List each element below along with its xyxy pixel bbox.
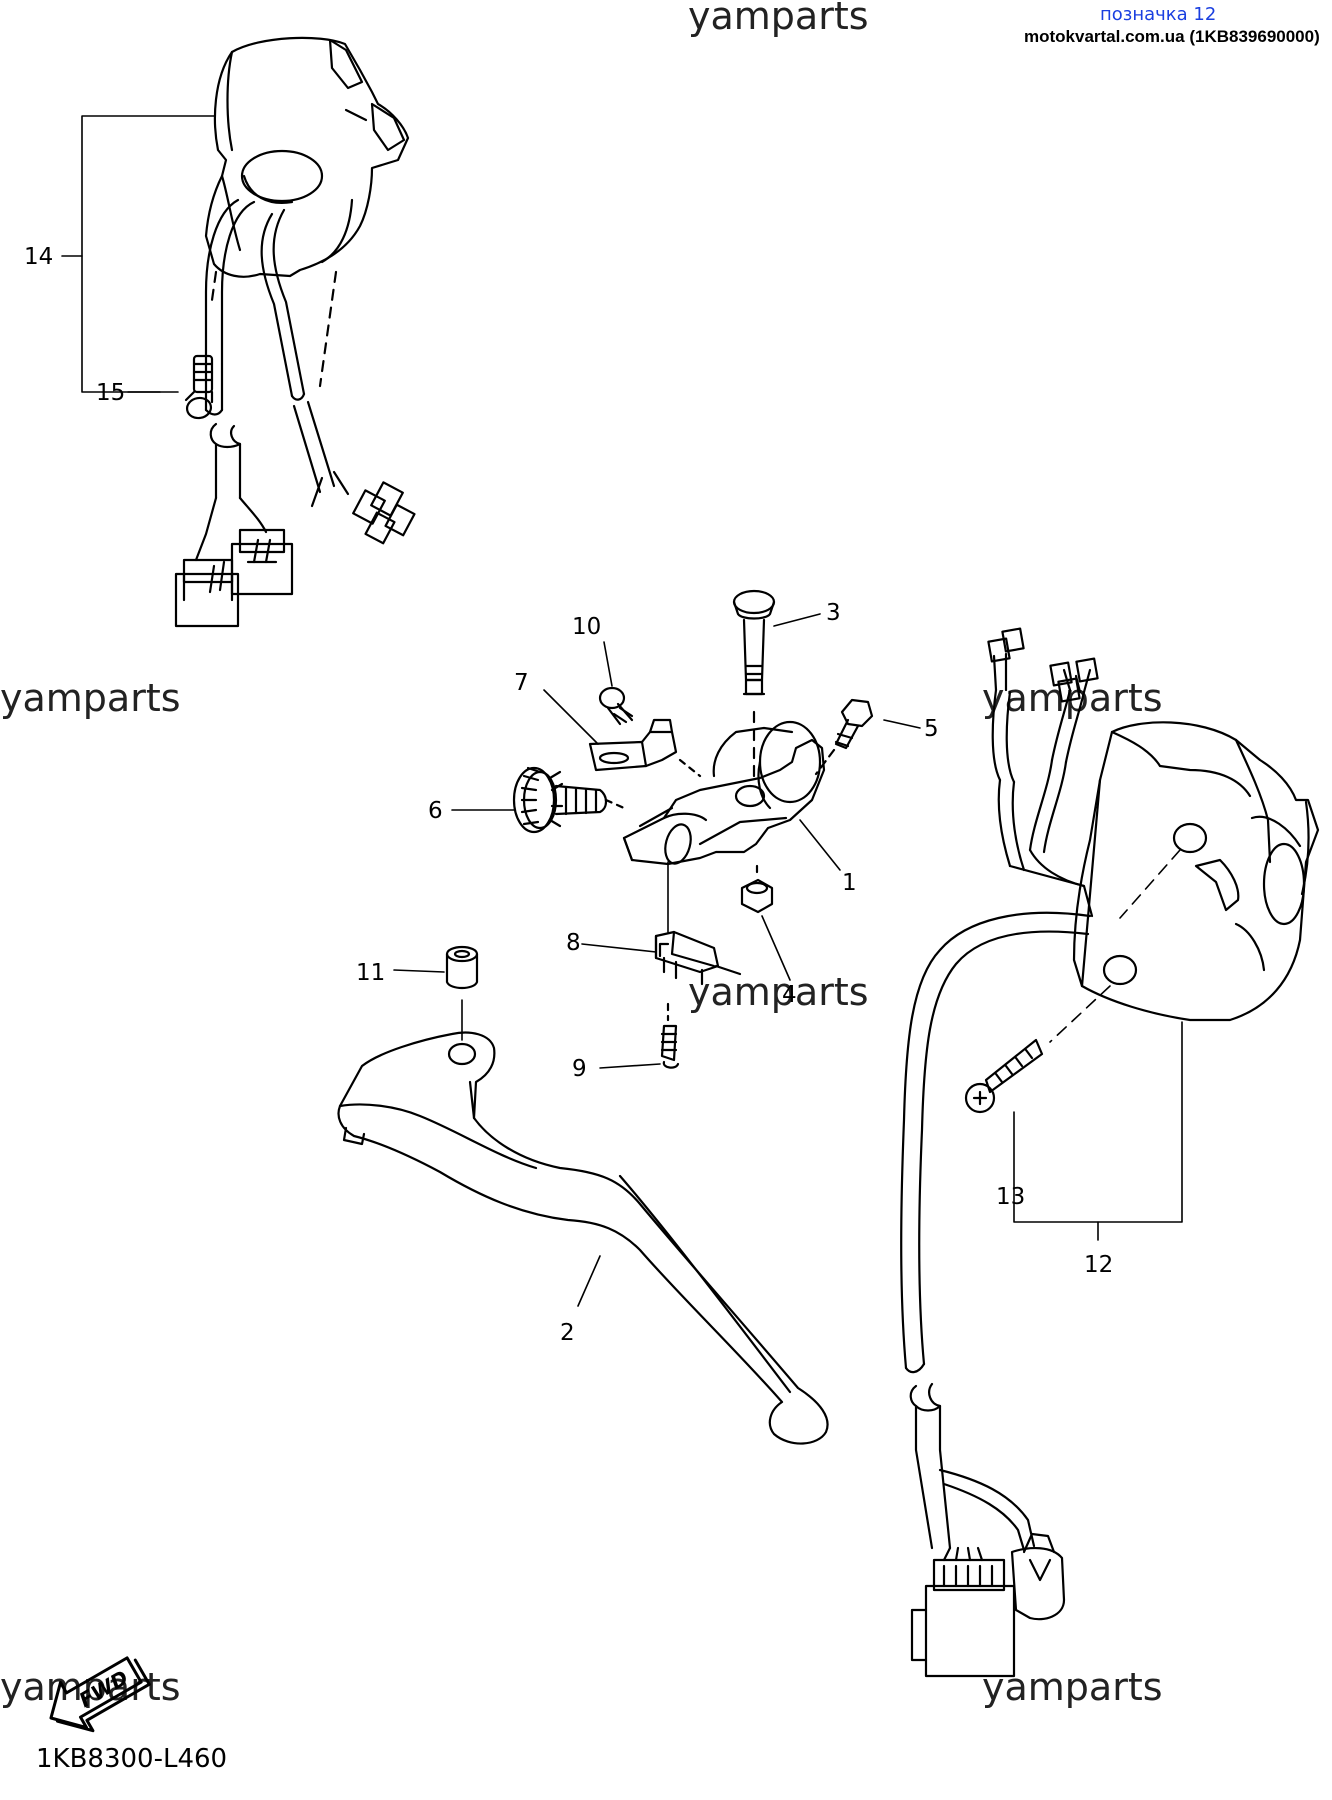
fwd-arrow (49, 1656, 151, 1733)
callout-15: 15 (96, 380, 125, 406)
callout-5: 5 (924, 716, 939, 742)
callout-12: 12 (1084, 1252, 1113, 1278)
callout-3: 3 (826, 600, 841, 626)
screw-10 (598, 686, 634, 726)
callout-14: 14 (24, 244, 53, 270)
clutch-switch-8 (654, 861, 742, 986)
lever-holder-1 (622, 720, 826, 866)
watermark: yamparts (688, 0, 869, 38)
watermark: yamparts (0, 676, 181, 720)
callout-8: 8 (566, 930, 581, 956)
bracket-7 (588, 718, 702, 778)
right-switch-wiring (900, 627, 1099, 1678)
watermark: yamparts (982, 676, 1163, 720)
adjuster-6 (512, 766, 626, 834)
header-source: motokvartal.com.ua (1KB839690000) (1024, 27, 1320, 46)
screw-15 (184, 354, 214, 420)
clutch-lever-2 (337, 1031, 829, 1445)
pivot-bolt-3 (732, 589, 776, 786)
callout-9: 9 (572, 1056, 587, 1082)
nut-4 (740, 860, 774, 914)
watermark: yamparts (688, 970, 869, 1014)
diagram-code: 1KB8300-L460 (36, 1744, 228, 1774)
callout-7: 7 (514, 670, 529, 696)
callout-13: 13 (996, 1184, 1025, 1210)
callout-6: 6 (428, 798, 443, 824)
screw-13 (964, 1038, 1044, 1114)
callout-4: 4 (782, 982, 797, 1008)
right-handlebar-switch (1072, 721, 1320, 1022)
collar-11 (445, 945, 479, 1041)
watermark: yamparts (0, 1665, 181, 1709)
header-label: позначка 12 (1100, 4, 1217, 25)
screw-9 (660, 1002, 680, 1069)
callout-1: 1 (842, 870, 857, 896)
callout-10: 10 (572, 614, 601, 640)
callout-11: 11 (356, 960, 385, 986)
screw-5 (814, 698, 874, 776)
callout-2: 2 (560, 1320, 575, 1346)
left-handlebar-switch (174, 36, 416, 628)
watermark: yamparts (982, 1665, 1163, 1709)
